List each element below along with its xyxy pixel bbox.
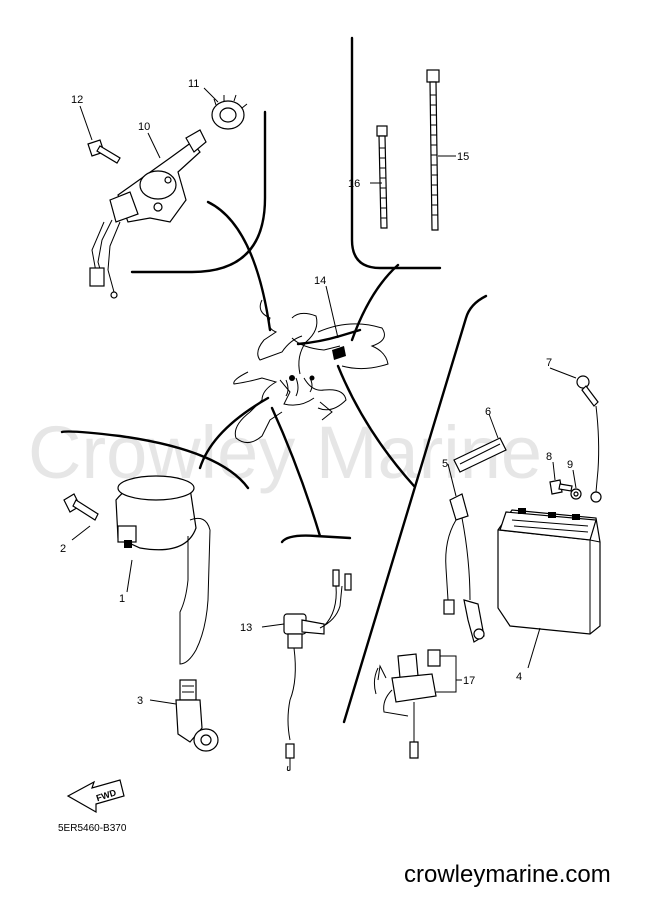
callout-1: 1 [119,593,125,605]
leader-battery [336,364,416,488]
diagram-code: 5ER5460-B370 [58,823,127,834]
scooter-outline: 14 [233,275,389,443]
callout-10: 10 [138,121,150,133]
cable-tie-part-15 [426,69,440,231]
bolt-part-8 [549,479,573,495]
washer-part-9 [570,488,582,500]
battery-cable-part [443,493,485,643]
nut-part-11 [211,94,248,130]
watermark: Crowley Marine [28,411,542,494]
leader-cable-ties [350,263,400,342]
callout-2: 2 [60,543,66,555]
fwd-arrow-icon [66,779,125,814]
leader-sensor [270,406,322,538]
ignition-coil-part [115,475,211,665]
main-switch-part [89,129,207,299]
ground-lead-part [576,375,602,503]
callout-8: 8 [546,451,552,463]
callout-13: 13 [240,622,252,634]
callout-4: 4 [516,671,522,683]
callout-16: 16 [348,178,360,190]
callout-12: 12 [71,94,83,106]
fuse-box-part [373,649,441,759]
callout-17: 17 [463,675,475,687]
bolt-part-12 [87,139,121,164]
callout-3: 3 [137,695,143,707]
group-bracket-battery [342,294,488,724]
callout-5: 5 [442,458,448,470]
leader-main-switch [206,200,272,332]
group-bracket-ignition-coil [60,430,250,490]
battery-band-part [453,437,507,473]
callout-11: 11 [188,78,199,90]
site-url: crowleymarine.com [404,861,611,888]
group-bracket-main-switch [130,110,267,274]
callout-7: 7 [546,357,552,369]
spark-plug-cap-part [175,679,219,752]
sensor-group: 13 [240,406,352,771]
harness-connector-mark [332,346,346,360]
fwd-arrow: FWD [66,779,125,814]
bolt-part-2 [63,493,99,521]
group-bracket-sensor [280,534,352,544]
main-switch-group: 12 10 11 [71,78,272,332]
group-bracket-cable-ties [350,36,442,270]
callout-6: 6 [485,406,491,418]
sensor-part-13 [283,569,352,771]
wire-harness-route [296,328,362,346]
battery-part [497,508,601,635]
callout-14: 14 [314,275,326,287]
leader-ignition-coil [198,396,270,470]
callout-15: 15 [457,151,469,163]
ignition-coil-group: 2 1 3 [60,396,270,752]
callout-9: 9 [567,459,573,471]
cable-tie-part-16 [376,125,388,229]
cable-tie-group: 15 16 [348,36,469,342]
battery-group: 7 6 5 8 9 4 17 [336,294,602,759]
